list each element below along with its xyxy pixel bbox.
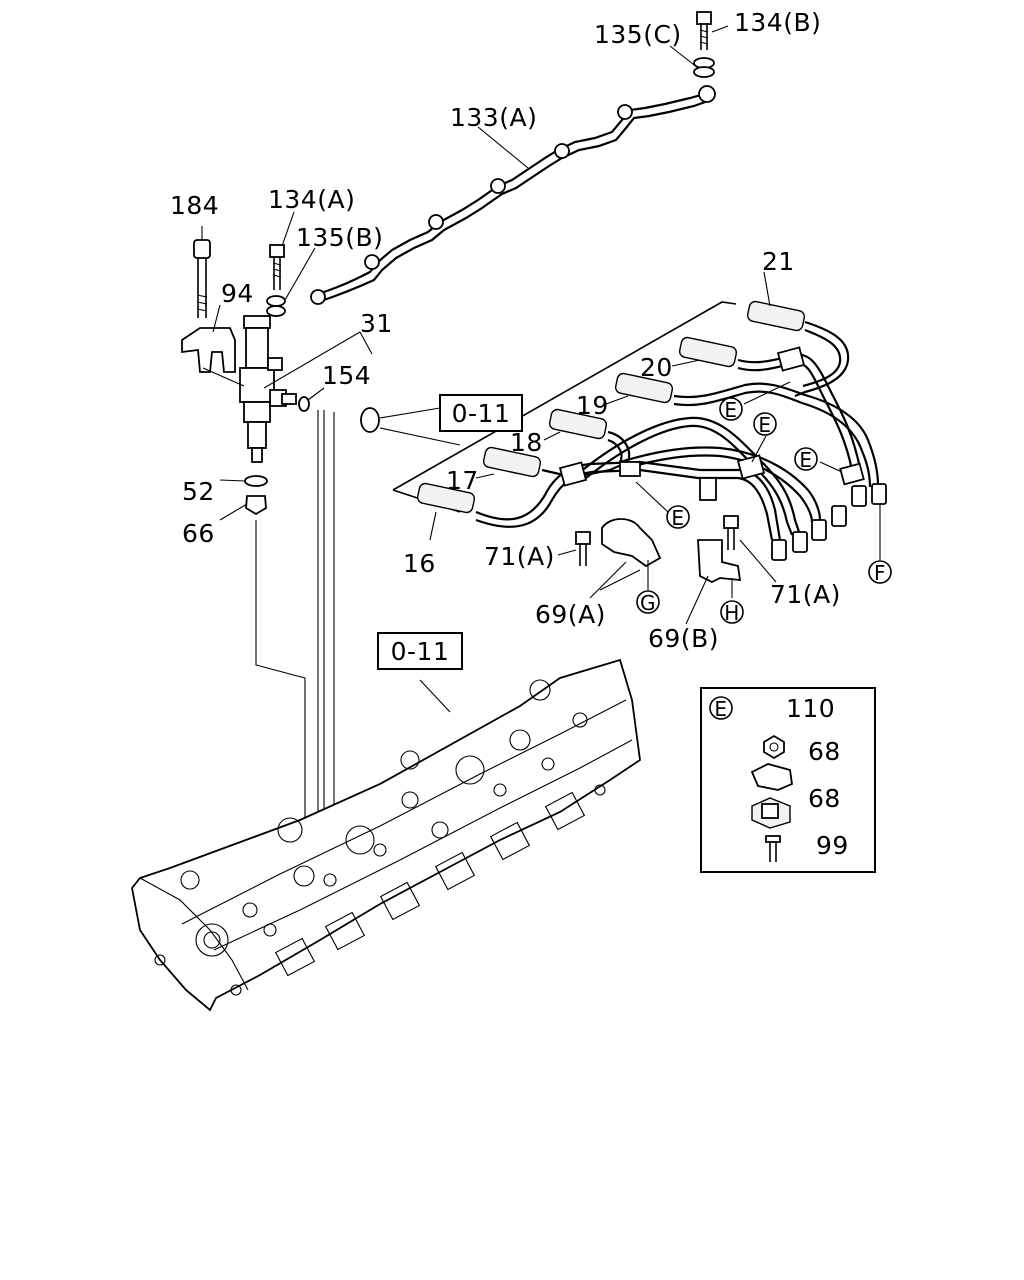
marker-h: H [720, 600, 744, 625]
callout-21: 21 [762, 247, 795, 276]
svg-text:E: E [724, 398, 737, 422]
bolt-134a [266, 244, 286, 317]
marker-e1: E [719, 397, 743, 422]
callout-134b: 134(B) [734, 8, 821, 37]
return-pipe-133a [310, 85, 716, 305]
cylinder-head [131, 658, 641, 1012]
callout-154: 154 [322, 361, 371, 390]
assembly-lines [202, 367, 641, 880]
washer-52 [244, 475, 268, 487]
svg-text:H: H [724, 601, 740, 625]
detail-callout-68-bottom: 68 [808, 784, 841, 813]
callout-71a-right: 71(A) [770, 580, 841, 609]
svg-text:E: E [799, 448, 812, 472]
callout-135c: 135(C) [594, 20, 682, 49]
callout-31: 31 [360, 309, 393, 338]
svg-text:E: E [714, 697, 727, 721]
callout-135b: 135(B) [296, 223, 383, 252]
reference-box-bottom: 0-11 [377, 632, 463, 670]
callout-69b: 69(B) [648, 624, 719, 653]
marker-e4: E [666, 505, 690, 530]
marker-g: G [636, 590, 660, 615]
bracket-69a [575, 518, 662, 568]
seal-ring [360, 407, 380, 433]
injection-pipes [392, 300, 887, 561]
o-ring-154 [298, 396, 310, 412]
detail-callout-110: 110 [786, 694, 835, 723]
callout-18: 18 [510, 428, 543, 457]
bolt-134b [693, 11, 715, 78]
marker-e2: E [753, 412, 777, 437]
reference-box-top: 0-11 [439, 394, 523, 432]
bracket-69b [697, 515, 742, 584]
callout-20: 20 [640, 353, 673, 382]
callout-94: 94 [221, 279, 254, 308]
detail-e-box [700, 687, 876, 873]
svg-text:E: E [671, 506, 684, 530]
callout-52: 52 [182, 477, 215, 506]
callout-184: 184 [170, 191, 219, 220]
detail-callout-68-top: 68 [808, 737, 841, 766]
callout-134a: 134(A) [268, 185, 355, 214]
detail-e-marker: E [709, 696, 733, 721]
callout-17: 17 [446, 466, 479, 495]
leader-lines [201, 25, 881, 859]
ref-box-top-label: 0-11 [452, 399, 511, 428]
callout-16: 16 [403, 549, 436, 578]
callout-66: 66 [182, 519, 215, 548]
svg-text:F: F [874, 561, 886, 585]
ref-box-bottom-label: 0-11 [391, 637, 450, 666]
callout-19: 19 [576, 391, 609, 420]
detail-callout-99: 99 [816, 831, 849, 860]
injector-31 [239, 315, 297, 463]
marker-e3: E [794, 447, 818, 472]
clamp-94 [181, 327, 236, 373]
marker-f: F [868, 560, 892, 585]
callout-133a: 133(A) [450, 103, 537, 132]
bolt-184 [193, 239, 211, 318]
svg-text:E: E [758, 413, 771, 437]
callout-71a-left: 71(A) [484, 542, 555, 571]
seal-66 [245, 495, 267, 516]
callout-69a: 69(A) [535, 600, 606, 629]
svg-text:G: G [640, 591, 656, 615]
